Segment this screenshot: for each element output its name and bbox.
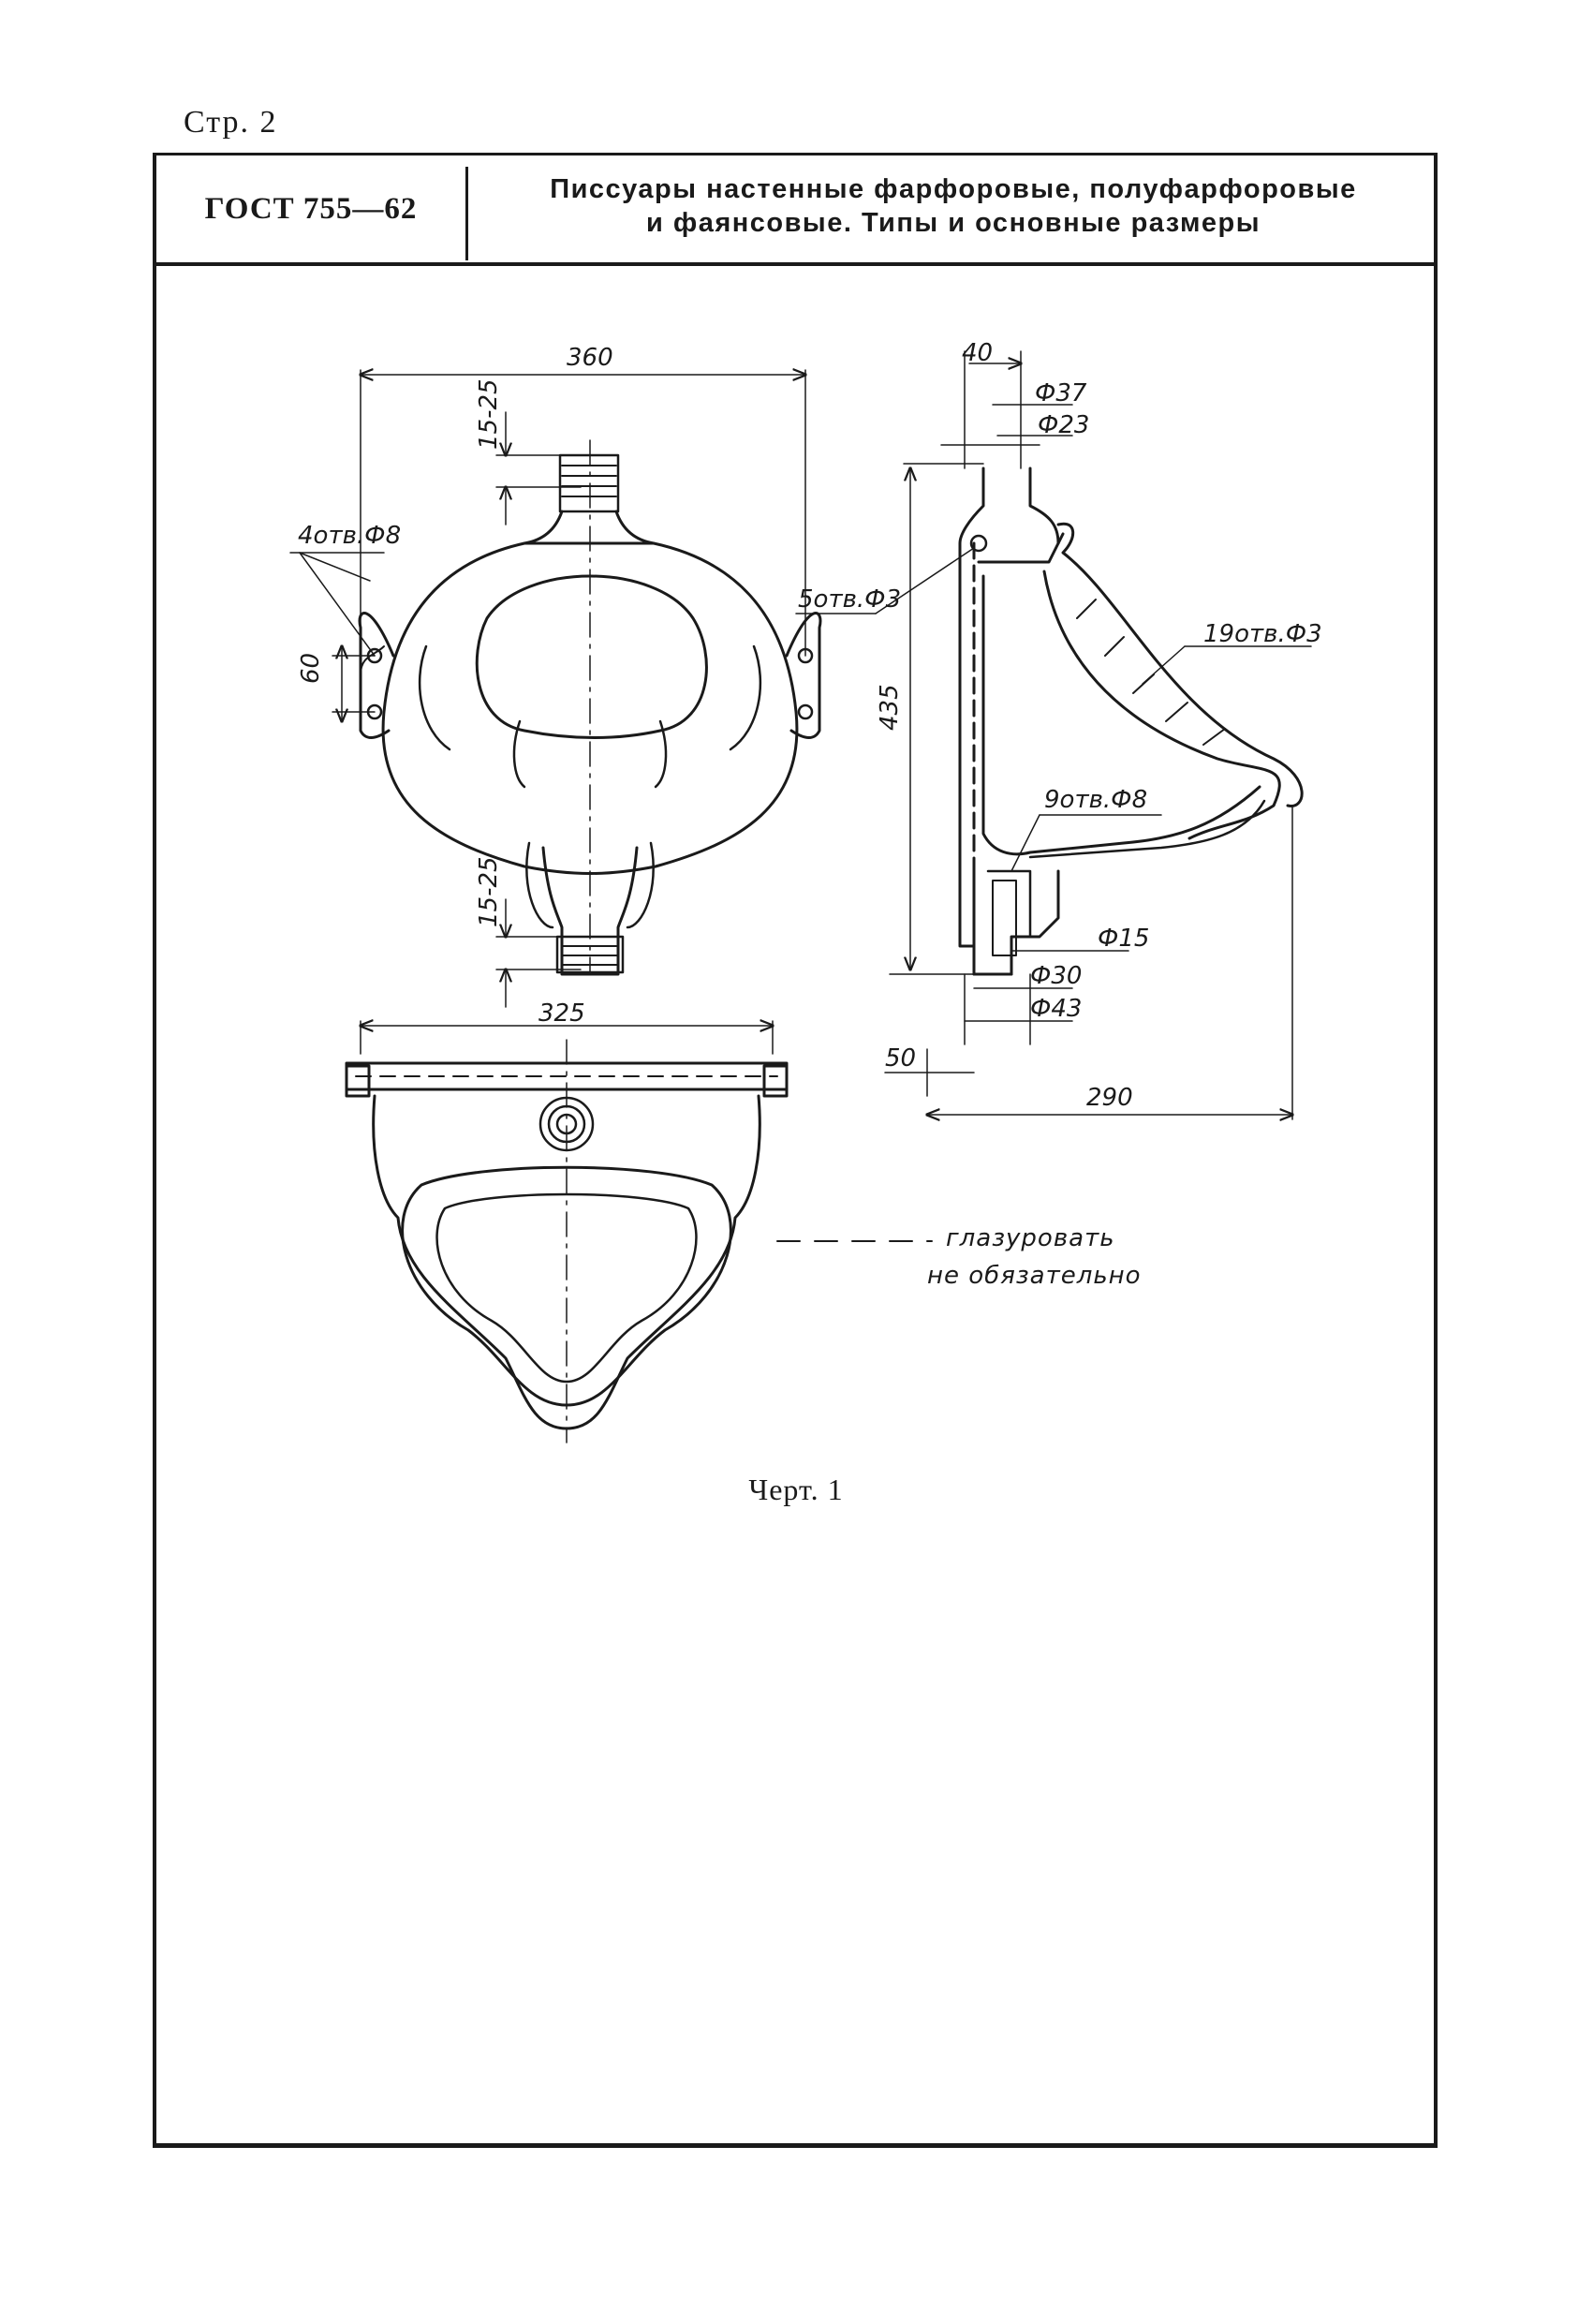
figure-caption: Черт. 1 — [748, 1473, 844, 1506]
document-title-line-1: Писсуары настенные фарфоровые, полуфарфо… — [550, 174, 1357, 204]
standard-code: ГОСТ 755—62 — [204, 191, 418, 226]
dim-d43: Ф43 — [1030, 995, 1082, 1023]
dim-d15: Ф15 — [1098, 925, 1149, 953]
dim-offset-50: 50 — [885, 1044, 916, 1073]
dim-width-325: 325 — [538, 999, 585, 1028]
label-19-holes: 19отв.Ф3 — [1203, 620, 1322, 648]
document-title: Писсуары настенные фарфоровые, полуфарфо… — [471, 172, 1436, 240]
label-4-holes: 4отв.Ф8 — [298, 522, 401, 550]
label-5-holes: 5отв.Ф3 — [798, 585, 901, 614]
side-section-view — [795, 350, 1312, 1119]
document-header: ГОСТ 755—62 Писсуары настенные фарфоровы… — [156, 155, 1434, 266]
dim-depth-290: 290 — [1086, 1084, 1133, 1112]
dim-d30: Ф30 — [1030, 962, 1082, 990]
dim-top-gap: 15-25 — [475, 378, 503, 450]
dim-offset-40: 40 — [962, 339, 993, 367]
top-view — [345, 1021, 789, 1443]
dim-width-360: 360 — [567, 344, 613, 372]
dim-d37: Ф37 — [1035, 379, 1087, 407]
label-9-holes: 9отв.Ф8 — [1044, 786, 1147, 814]
dim-height-435: 435 — [876, 684, 904, 731]
legend-text-line-1: глазуровать — [946, 1224, 1115, 1252]
dim-spacing-60: 60 — [297, 653, 325, 684]
page-frame: ГОСТ 755—62 Писсуары настенные фарфоровы… — [153, 153, 1438, 2148]
legend-text-line-2: не обязательно — [927, 1262, 1142, 1290]
page-number: Стр. 2 — [184, 105, 278, 140]
front-view — [289, 370, 822, 1008]
dim-bottom-gap: 15-25 — [475, 856, 503, 927]
header-divider — [465, 167, 468, 260]
document-title-line-2: и фаянсовые. Типы и основные размеры — [645, 208, 1261, 238]
dim-d23: Ф23 — [1038, 411, 1089, 439]
